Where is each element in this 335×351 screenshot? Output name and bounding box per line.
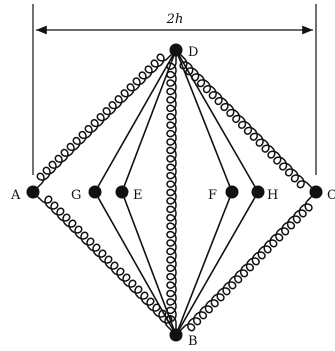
node-G <box>88 185 102 199</box>
spring-links <box>32 49 317 336</box>
node-label-B: B <box>188 334 198 349</box>
rigid-link-D-G <box>94 49 177 193</box>
rigid-link-B-H <box>175 191 259 336</box>
node-label-F: F <box>208 188 217 203</box>
dimension-label: 2h <box>166 12 184 27</box>
node-label-D: D <box>188 45 198 60</box>
spring-link-D-B <box>166 50 177 335</box>
node-H <box>251 185 265 199</box>
node-E <box>115 185 129 199</box>
node-F <box>225 185 239 199</box>
spring-link-D-C <box>175 49 317 193</box>
node-D <box>169 43 183 57</box>
rigid-link-B-E <box>121 191 177 336</box>
node-labels: D B A G E F H C <box>10 45 335 349</box>
node-label-G: G <box>71 188 81 203</box>
rigid-link-D-F <box>175 49 233 193</box>
node-B <box>169 328 183 342</box>
node-label-E: E <box>133 188 143 203</box>
nodes <box>26 43 323 342</box>
rigid-link-B-F <box>175 191 233 336</box>
node-label-H: H <box>267 188 278 203</box>
node-label-A: A <box>10 188 21 203</box>
rigid-link-D-H <box>175 49 259 193</box>
node-label-C: C <box>327 188 335 203</box>
spring-link-D-A <box>32 49 177 193</box>
node-A <box>26 185 40 199</box>
rigid-link-B-G <box>94 191 177 336</box>
spring-link-B-A <box>32 191 177 336</box>
node-C <box>309 185 323 199</box>
spring-link-B-C <box>175 191 317 336</box>
rigid-link-D-E <box>121 49 177 193</box>
